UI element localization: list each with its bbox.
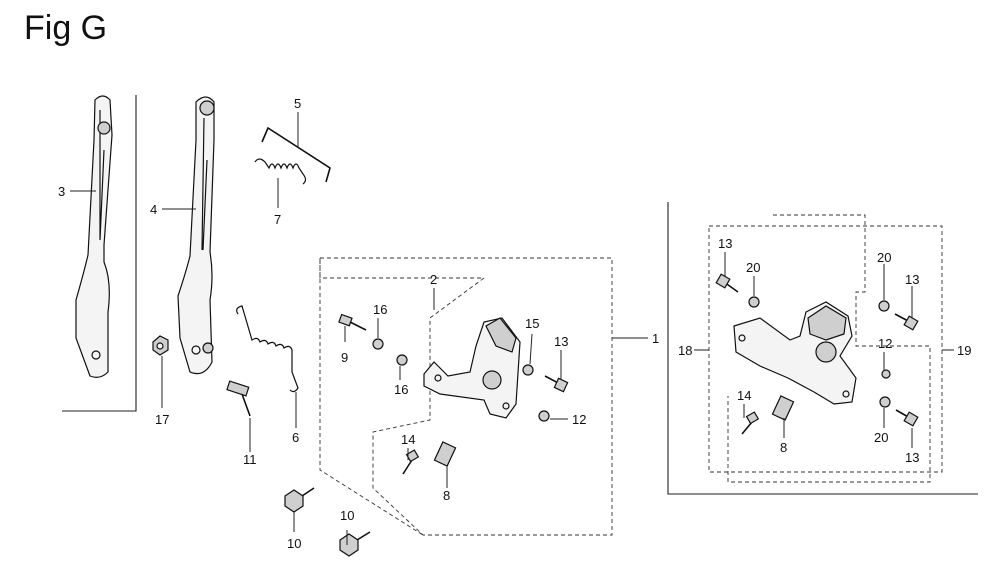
washer-part-20-bottom [879,396,891,408]
leader-lines [70,112,954,545]
callout-16-lower: 16 [394,382,408,397]
callout-17: 17 [155,412,169,427]
callout-13-assembly-1: 13 [554,334,568,349]
bolt-part-11 [226,380,251,417]
callout-4: 4 [150,202,157,217]
callout-10-lower: 10 [340,508,354,523]
washer-part-16-upper [372,338,384,350]
callout-3: 3 [58,184,65,199]
screw-part-9 [338,313,367,331]
callout-13-bottom-right: 13 [905,450,919,465]
callout-20-top-left: 20 [746,260,760,275]
callout-8-assembly-1: 8 [443,488,450,503]
washer-part-20-top-right [878,300,890,312]
arm-part-3 [75,95,113,378]
washer-part-12-assembly-1 [538,410,550,422]
callout-14-right: 14 [737,388,751,403]
spring-part-7 [254,158,307,185]
washer-part-12-right [881,369,891,379]
frame-assembly-1 [319,257,613,536]
frame-assembly-1-inner [319,258,424,536]
callout-15: 15 [525,316,539,331]
frame-left [62,95,137,412]
washer-part-16-lower [396,354,408,366]
figure-title: Fig G [24,9,108,47]
bolt-part-13-top-right [894,313,919,331]
callout-13-top-right: 13 [905,272,919,287]
callout-13-top-left: 13 [718,236,732,251]
bracket-part-2 [423,317,521,419]
frame-right [667,202,978,495]
callout-5: 5 [294,96,301,111]
bracket-part-18 [733,301,857,405]
nut-part-17 [152,335,169,356]
callout-2: 2 [430,272,437,287]
callout-20-top-right: 20 [877,250,891,265]
washer-part-20-top-left [748,296,760,308]
callout-9: 9 [341,350,348,365]
callout-10-upper: 10 [287,536,301,551]
bolt-part-10-upper [284,487,315,513]
callout-12-assembly-1: 12 [572,412,586,427]
callout-14-assembly-1: 14 [401,432,415,447]
callout-11: 11 [243,452,257,467]
callout-8-right: 8 [780,440,787,455]
collar-part-8-assembly-1 [433,441,457,467]
screw-part-14-assembly-1 [402,449,420,475]
bolt-part-13-bottom-right [895,409,919,427]
callout-7: 7 [274,212,281,227]
arm-part-4 [177,96,215,375]
callout-20-bottom: 20 [874,430,888,445]
callout-6: 6 [292,430,299,445]
callout-1: 1 [652,331,659,346]
bolt-part-13-assembly-1 [544,375,569,393]
bolt-part-13-top-left [715,273,739,293]
frame-assembly-19 [727,214,931,483]
frame-assembly-18 [708,225,943,473]
callout-16-upper: 16 [373,302,387,317]
screw-part-14-right [741,411,760,435]
spring-part-6 [236,305,299,393]
rod-part-5 [261,126,331,183]
callout-12-right: 12 [878,336,892,351]
callout-18: 18 [678,343,692,358]
collar-part-8-right [771,395,795,421]
callout-19: 19 [957,343,971,358]
bolt-part-10-lower [339,531,371,557]
washer-part-15 [522,364,534,376]
